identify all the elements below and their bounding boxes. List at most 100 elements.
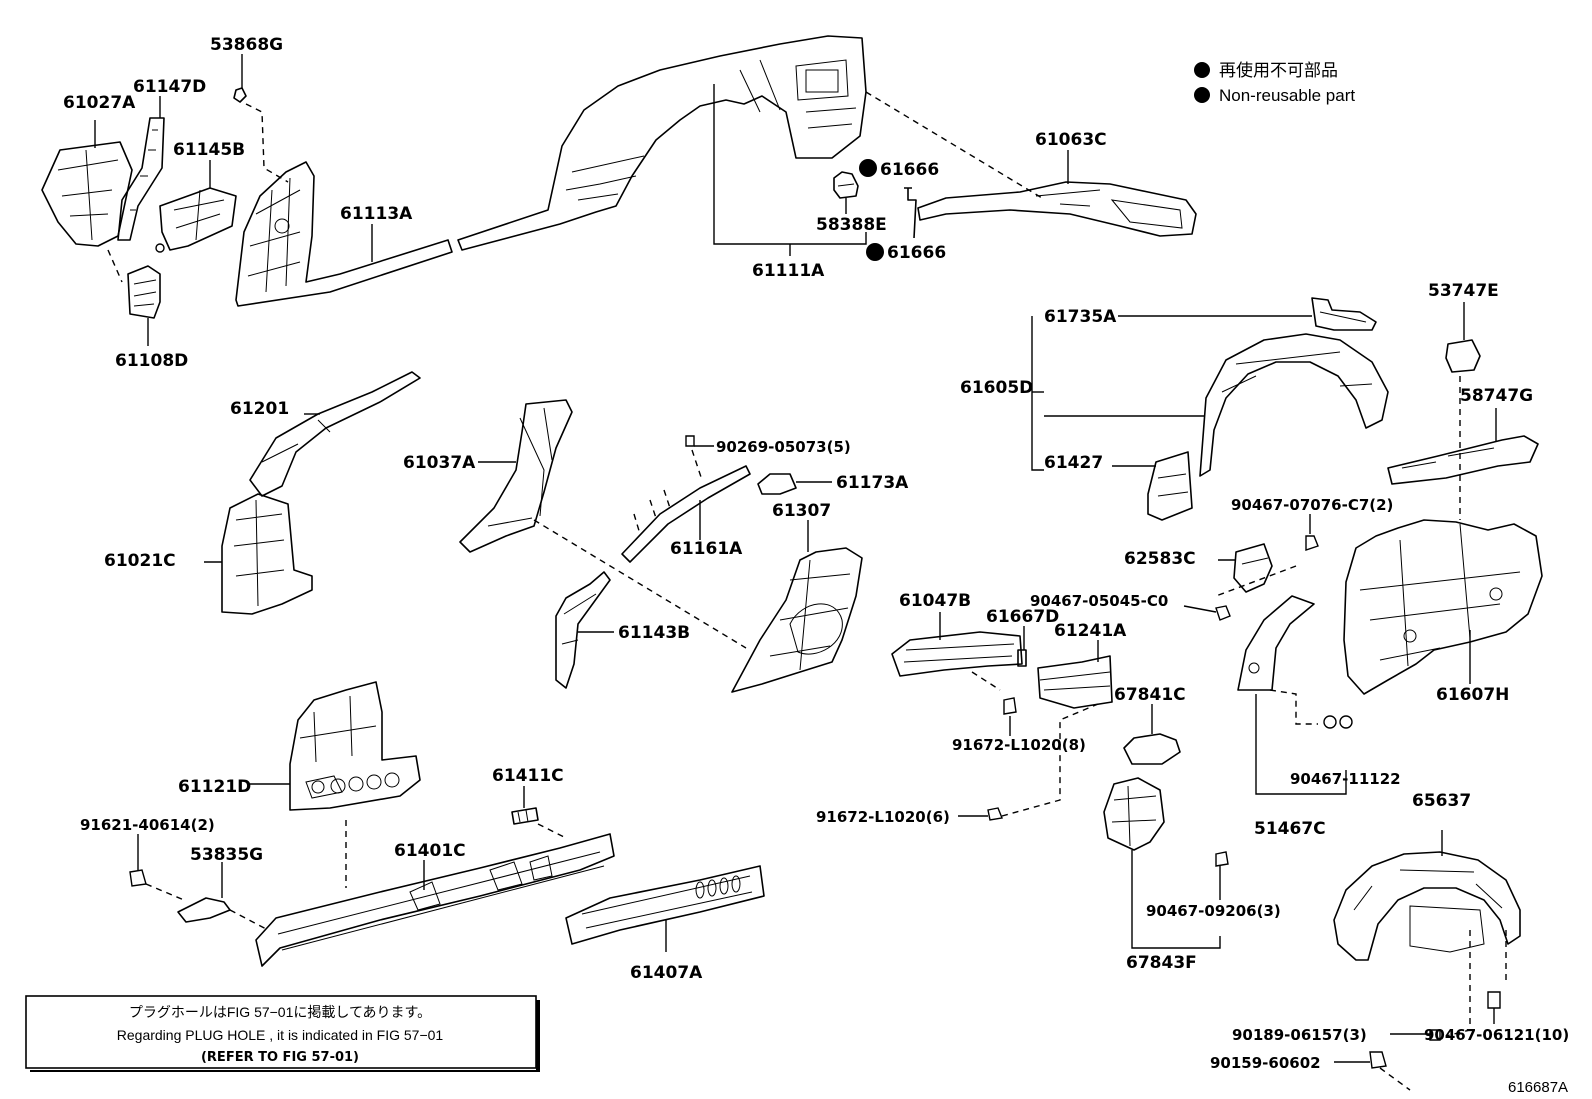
bolt-91621-40614 bbox=[129, 834, 185, 901]
bolt-90189-06157 bbox=[1390, 1029, 1441, 1041]
part-61161A bbox=[621, 465, 751, 563]
part-61427 bbox=[1112, 451, 1193, 521]
part-61407A bbox=[565, 865, 765, 952]
label-61143B: 61143B bbox=[618, 623, 690, 643]
part-61108D bbox=[107, 249, 161, 346]
label-90269-05073: 90269-05073(5) bbox=[716, 438, 851, 456]
label-90189-06157: 90189-06157(3) bbox=[1232, 1026, 1367, 1044]
label-61161A: 61161A bbox=[670, 539, 743, 559]
part-61401C bbox=[255, 833, 615, 967]
bolt-90159-60602 bbox=[1334, 1051, 1411, 1091]
label-61145B: 61145B bbox=[173, 140, 245, 160]
label-61407A: 61407A bbox=[630, 963, 703, 983]
label-61607H: 61607H bbox=[1436, 685, 1509, 705]
non-reusable-bullet-icon bbox=[1194, 87, 1210, 103]
label-62583C: 62583C bbox=[1124, 549, 1196, 569]
label-90467-06121: 90467-06121(10) bbox=[1424, 1026, 1569, 1044]
figure-id: 616687A bbox=[1508, 1079, 1568, 1096]
label-65637: 65637 bbox=[1412, 791, 1471, 811]
part-51467C bbox=[1237, 595, 1347, 795]
label-61401C: 61401C bbox=[394, 841, 466, 861]
part-58388E bbox=[833, 171, 859, 214]
label-53835G: 53835G bbox=[190, 845, 263, 865]
part-61147D bbox=[117, 96, 165, 241]
part-67843F bbox=[1103, 777, 1221, 949]
label-61605D: 61605D bbox=[960, 378, 1033, 398]
part-61063C bbox=[917, 150, 1197, 237]
label-61307: 61307 bbox=[772, 501, 831, 521]
label-91672-L1020-8: 91672-L1020(8) bbox=[952, 736, 1086, 754]
part-61607H bbox=[1343, 519, 1543, 695]
part-61037A bbox=[459, 399, 747, 649]
part-61021C bbox=[204, 493, 313, 615]
part-61307 bbox=[731, 520, 863, 693]
label-61063C: 61063C bbox=[1035, 130, 1107, 150]
part-67841C bbox=[1123, 704, 1181, 765]
part-61666-upper bbox=[859, 159, 877, 177]
bolt-91672-L1020-8 bbox=[1003, 697, 1017, 736]
label-61735A: 61735A bbox=[1044, 307, 1117, 327]
label-61147D: 61147D bbox=[133, 77, 206, 97]
non-reusable-bullet-icon bbox=[1194, 62, 1210, 78]
plug-hole-note: プラグホールはFIG 57−01に掲載してあります。 Regarding PLU… bbox=[25, 995, 540, 1072]
label-61667D: 61667D bbox=[986, 607, 1059, 627]
part-58747G bbox=[1387, 376, 1539, 520]
label-53747E: 53747E bbox=[1428, 281, 1499, 301]
label-67843F: 67843F bbox=[1126, 953, 1197, 973]
label-90467-09206: 90467-09206(3) bbox=[1146, 902, 1281, 920]
part-61111A bbox=[457, 35, 1043, 256]
part-61666-lower bbox=[866, 187, 917, 261]
bolt-90467-11122 bbox=[1323, 715, 1353, 729]
part-61667D bbox=[1017, 626, 1027, 667]
legend-english: Non-reusable part bbox=[1219, 86, 1355, 105]
part-61143B bbox=[555, 571, 614, 689]
label-61037A: 61037A bbox=[403, 453, 476, 473]
label-90467-07076-C7: 90467-07076-C7(2) bbox=[1231, 496, 1393, 514]
note-reference: (REFER TO FIG 57-01) bbox=[201, 1050, 359, 1065]
non-reusable-bullet-icon bbox=[859, 159, 877, 177]
label-61201: 61201 bbox=[230, 399, 289, 419]
bolt-90467-07076 bbox=[1215, 514, 1319, 597]
part-61411C bbox=[511, 786, 567, 839]
label-53868G: 53868G bbox=[210, 35, 283, 55]
part-61735A bbox=[1118, 297, 1377, 331]
label-90467-05045-C0: 90467-05045-C0 bbox=[1030, 592, 1168, 610]
part-61241A bbox=[1037, 640, 1113, 709]
label-61241A: 61241A bbox=[1054, 621, 1127, 641]
label-91621-40614: 91621-40614(2) bbox=[80, 816, 215, 834]
label-61411C: 61411C bbox=[492, 766, 564, 786]
bolt-90467-06121 bbox=[1445, 930, 1507, 1037]
label-58747G: 58747G bbox=[1460, 386, 1533, 406]
label-61027A: 61027A bbox=[63, 93, 136, 113]
label-58388E: 58388E bbox=[816, 215, 887, 235]
part-61047B bbox=[891, 612, 1023, 691]
part-53868G bbox=[233, 54, 289, 183]
note-japanese: プラグホールはFIG 57−01に掲載してあります。 bbox=[129, 1004, 431, 1020]
non-reusable-bullet-icon bbox=[866, 243, 884, 261]
label-61108D: 61108D bbox=[115, 351, 188, 371]
bolt-90467-05045 bbox=[1183, 605, 1231, 621]
label-61021C: 61021C bbox=[104, 551, 176, 571]
bolt-91672-L1020-6 bbox=[958, 703, 1099, 821]
part-53747E bbox=[1445, 302, 1481, 373]
label-61173A: 61173A bbox=[836, 473, 909, 493]
part-53835G bbox=[177, 862, 269, 931]
clip-90269-05073 bbox=[685, 435, 714, 481]
label-61121D: 61121D bbox=[178, 777, 251, 797]
part-62583C bbox=[1218, 543, 1273, 593]
label-67841C: 67841C bbox=[1114, 685, 1186, 705]
part-61145B bbox=[155, 160, 237, 253]
note-english: Regarding PLUG HOLE , it is indicated in… bbox=[117, 1027, 444, 1043]
label-61666-lower: 61666 bbox=[887, 243, 946, 263]
label-91672-L1020-6: 91672-L1020(6) bbox=[816, 808, 950, 826]
part-labels: 53868G 61147D 61027A 61145B 61113A 61108… bbox=[63, 35, 1569, 1072]
label-61427: 61427 bbox=[1044, 453, 1103, 473]
part-61121D bbox=[250, 681, 421, 888]
label-90159-60602: 90159-60602 bbox=[1210, 1054, 1321, 1072]
label-51467C: 51467C bbox=[1254, 819, 1326, 839]
part-61173A bbox=[757, 473, 832, 495]
label-61047B: 61047B bbox=[899, 591, 971, 611]
label-61111A: 61111A bbox=[752, 261, 825, 281]
